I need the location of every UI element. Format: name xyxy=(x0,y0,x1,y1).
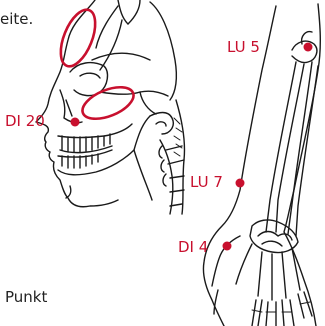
skull-illustration xyxy=(36,0,185,214)
nasal-point-highlight xyxy=(54,5,102,71)
di20-point xyxy=(71,118,80,127)
label-lu7: LU 7 xyxy=(190,175,223,190)
cheek-point-highlight xyxy=(78,81,138,125)
caption-fragment-top: eite. xyxy=(0,12,33,27)
label-di4: DI 4 xyxy=(178,240,208,255)
arm-illustration xyxy=(203,4,320,326)
lu5-point xyxy=(304,43,313,52)
lu7-point xyxy=(236,179,245,188)
caption-fragment-bottom: Punkt xyxy=(5,290,47,305)
label-di20: DI 20 xyxy=(5,114,45,129)
label-lu5: LU 5 xyxy=(227,40,260,55)
di4-point xyxy=(223,242,232,251)
